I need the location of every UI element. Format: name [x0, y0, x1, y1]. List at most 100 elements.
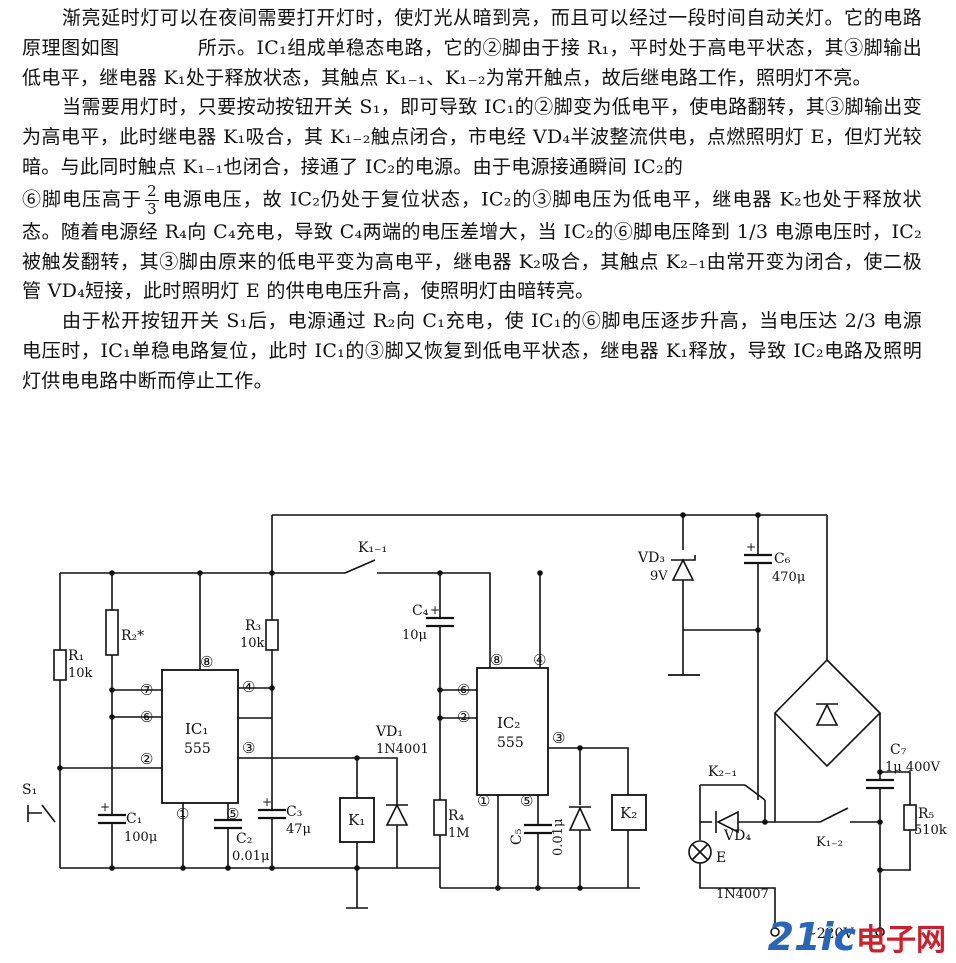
vd1-diode — [385, 803, 409, 826]
r3-label: R₃ — [245, 618, 261, 634]
r4-label: R₄ — [448, 808, 465, 824]
k1-2-contact — [819, 807, 849, 823]
k1-2-label: K₁₋₂ — [816, 835, 843, 850]
k2-1-label: K₂₋₁ — [708, 764, 737, 780]
ic1-type: 555 — [184, 741, 211, 757]
vd4-label: VD₄ — [723, 828, 751, 844]
ic2-label: IC₂ — [497, 714, 520, 732]
r4-value: 1M — [448, 826, 470, 841]
c1-plus: + — [100, 800, 110, 814]
ic1-pin4: ④ — [242, 678, 255, 696]
r1-resistor — [53, 649, 67, 681]
circuit-wires — [59, 514, 911, 928]
r5-label: R₅ — [918, 806, 935, 822]
circuit-diagram: IC₁ 555 ⑦ ⑥ ② ⑧ ④ ③ ① ⑤ IC₂ 555 ⑥ ② ⑧ ④ … — [22, 512, 947, 942]
bridge-diode — [815, 703, 839, 726]
lamp-label: E — [716, 850, 726, 866]
c7-value: 1μ 400V — [885, 760, 941, 775]
s1-label: S₁ — [22, 782, 37, 798]
k1-1-label: K₁₋₁ — [358, 540, 387, 556]
c3-plus: + — [262, 795, 272, 809]
paragraph-4: 由于松开按钮开关 S₁后，电源通过 R₂向 C₁充电，使 IC₁的⑥脚电压逐步升… — [22, 310, 922, 392]
ic2-pin8: ⑧ — [490, 651, 503, 669]
fraction-denominator: 3 — [147, 199, 157, 218]
c4-value: 10μ — [402, 628, 427, 643]
s1-button — [27, 804, 56, 823]
r5-resistor — [903, 804, 917, 831]
r2-resistor — [105, 609, 119, 656]
k1-relay-coil — [339, 797, 375, 843]
vd3-zener — [671, 558, 695, 581]
k1-label: K₁ — [348, 811, 365, 829]
c7-capacitor — [866, 778, 894, 790]
ic2-pin3: ③ — [552, 729, 565, 747]
article-text: 渐亮延时灯可以在夜间需要打开灯时，使灯光从暗到亮，而且可以经过一段时间自动关灯。… — [22, 4, 922, 397]
ic1-pin3: ③ — [242, 739, 255, 757]
ic2-pin2: ② — [457, 708, 470, 726]
paragraph-2: 当需要用灯时，只要按动按钮开关 S₁，即可导致 IC₁的②脚变为低电平，使电路翻… — [22, 96, 922, 178]
c2-label: C₂ — [236, 831, 252, 847]
c1-capacitor — [98, 813, 126, 825]
mains-label: ~220V — [805, 926, 854, 942]
paragraph-3-start: ⑥脚电压高于 — [22, 188, 143, 211]
mains-terminal-right — [875, 927, 885, 937]
lamp-cross — [691, 843, 709, 861]
paragraph-3-rest: 电源电压，故 IC₂仍处于复位状态，IC₂的③脚电压为低电平，继电器 K₂也处于… — [22, 188, 922, 303]
vd3-value: 9V — [650, 569, 668, 584]
vd2-diode — [568, 806, 592, 831]
c7-label: C₇ — [890, 742, 907, 758]
ic1-pin5: ⑤ — [226, 805, 239, 823]
watermark-logo: 21ic — [767, 915, 856, 959]
k2-label: K₂ — [620, 804, 637, 822]
c5-label: C₅ — [509, 828, 525, 845]
vd1-label: VD₁ — [375, 724, 403, 740]
ic1-pin8: ⑧ — [200, 653, 213, 671]
r1-value: 10k — [68, 666, 93, 681]
ic1-pin2: ② — [140, 750, 153, 768]
ic2-type: 555 — [497, 735, 524, 751]
vd1-value: 1N4001 — [376, 742, 429, 757]
ic2-pin1: ① — [477, 792, 490, 810]
c3-value: 47μ — [286, 822, 311, 837]
c1-label: C₁ — [126, 811, 142, 827]
ic2-pin5: ⑤ — [520, 792, 533, 810]
c4-capacitor — [426, 616, 454, 628]
r2-label: R₂* — [121, 628, 144, 644]
c3-capacitor — [258, 808, 286, 820]
r1-label: R₁ — [68, 648, 84, 664]
r3-value: 10k — [240, 636, 265, 651]
watermark-site: 电子网 — [856, 923, 946, 958]
c5-value: 0.01μ — [551, 819, 566, 856]
c3-label: C₃ — [286, 804, 302, 820]
mains-terminal-left — [770, 927, 780, 937]
vd3-label: VD₃ — [637, 550, 665, 566]
site-watermark: 21ic电子网 — [768, 915, 946, 959]
c1-value: 100μ — [124, 830, 157, 845]
k2-1-contact — [744, 784, 766, 801]
ic1-pin7: ⑦ — [140, 681, 153, 699]
k1-1-contact — [344, 559, 376, 574]
c2-value: 0.01μ — [232, 849, 269, 864]
junction-dots — [57, 512, 883, 891]
vd4-value: 1N4007 — [716, 887, 769, 902]
paragraph-1: 渐亮延时灯可以在夜间需要打开灯时，使灯光从暗到亮，而且可以经过一段时间自动关灯。… — [22, 7, 922, 89]
c6-value: 470μ — [772, 570, 805, 585]
ic1-pin1: ① — [176, 805, 189, 823]
c5-capacitor — [524, 823, 552, 835]
ic1-pin6: ⑥ — [140, 708, 153, 726]
fraction-numerator: 2 — [145, 181, 159, 201]
r5-value: 510k — [914, 823, 947, 838]
ic1-block — [161, 669, 239, 804]
c6-label: C₆ — [774, 551, 791, 567]
c6-capacitor — [744, 553, 772, 565]
ic2-pin6: ⑥ — [457, 681, 470, 699]
ic2-block — [476, 667, 549, 796]
ic2-pin4: ④ — [533, 651, 546, 669]
r4-resistor — [433, 799, 447, 836]
c4-plus: + — [430, 603, 440, 617]
ic1-label: IC₁ — [185, 720, 208, 738]
r3-resistor — [265, 619, 279, 651]
vd4-diode — [716, 810, 739, 834]
